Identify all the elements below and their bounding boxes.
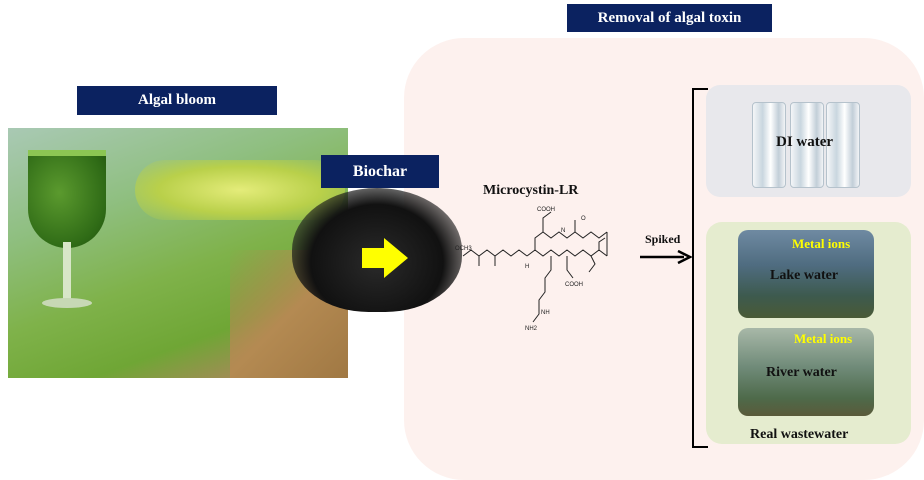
microcystin-structure: COOH COOH OCH3 NH NH2 N H O xyxy=(455,207,608,332)
river-water-label: River water xyxy=(766,365,837,380)
spiked-arrow-icon xyxy=(640,250,692,264)
river-water-photo xyxy=(738,328,874,416)
vial-3 xyxy=(826,102,860,188)
removal-title: Removal of algal toxin xyxy=(567,4,772,32)
real-wastewater-label: Real wastewater xyxy=(750,427,849,442)
vial-1 xyxy=(752,102,786,188)
lake-water-photo xyxy=(738,230,874,318)
och3-group: OCH3 xyxy=(455,246,472,252)
spiked-label: Spiked xyxy=(645,232,681,246)
di-water-label: DI water xyxy=(776,134,834,150)
microcystin-label: Microcystin-LR xyxy=(483,183,579,198)
metal-ions-lake: Metal ions xyxy=(792,236,851,251)
cooh-bottom: COOH xyxy=(565,282,583,288)
glass-base xyxy=(42,298,92,308)
algal-bloom-label: Algal bloom xyxy=(77,86,277,115)
h-atom: H xyxy=(525,264,529,270)
glass-of-algae-water xyxy=(28,150,106,248)
vial-2 xyxy=(790,102,824,188)
n-atom: N xyxy=(561,228,565,234)
right-arrow-icon xyxy=(362,238,408,278)
lake-water-label: Lake water xyxy=(770,268,839,283)
biochar-label: Biochar xyxy=(321,155,439,188)
cooh-top: COOH xyxy=(537,207,555,213)
o-atom: O xyxy=(581,216,586,222)
nh2-group: NH2 xyxy=(525,326,538,332)
metal-ions-river: Metal ions xyxy=(794,331,853,346)
glass-stem xyxy=(63,242,71,302)
left-bracket xyxy=(692,88,708,448)
nh-group: NH xyxy=(541,310,550,316)
